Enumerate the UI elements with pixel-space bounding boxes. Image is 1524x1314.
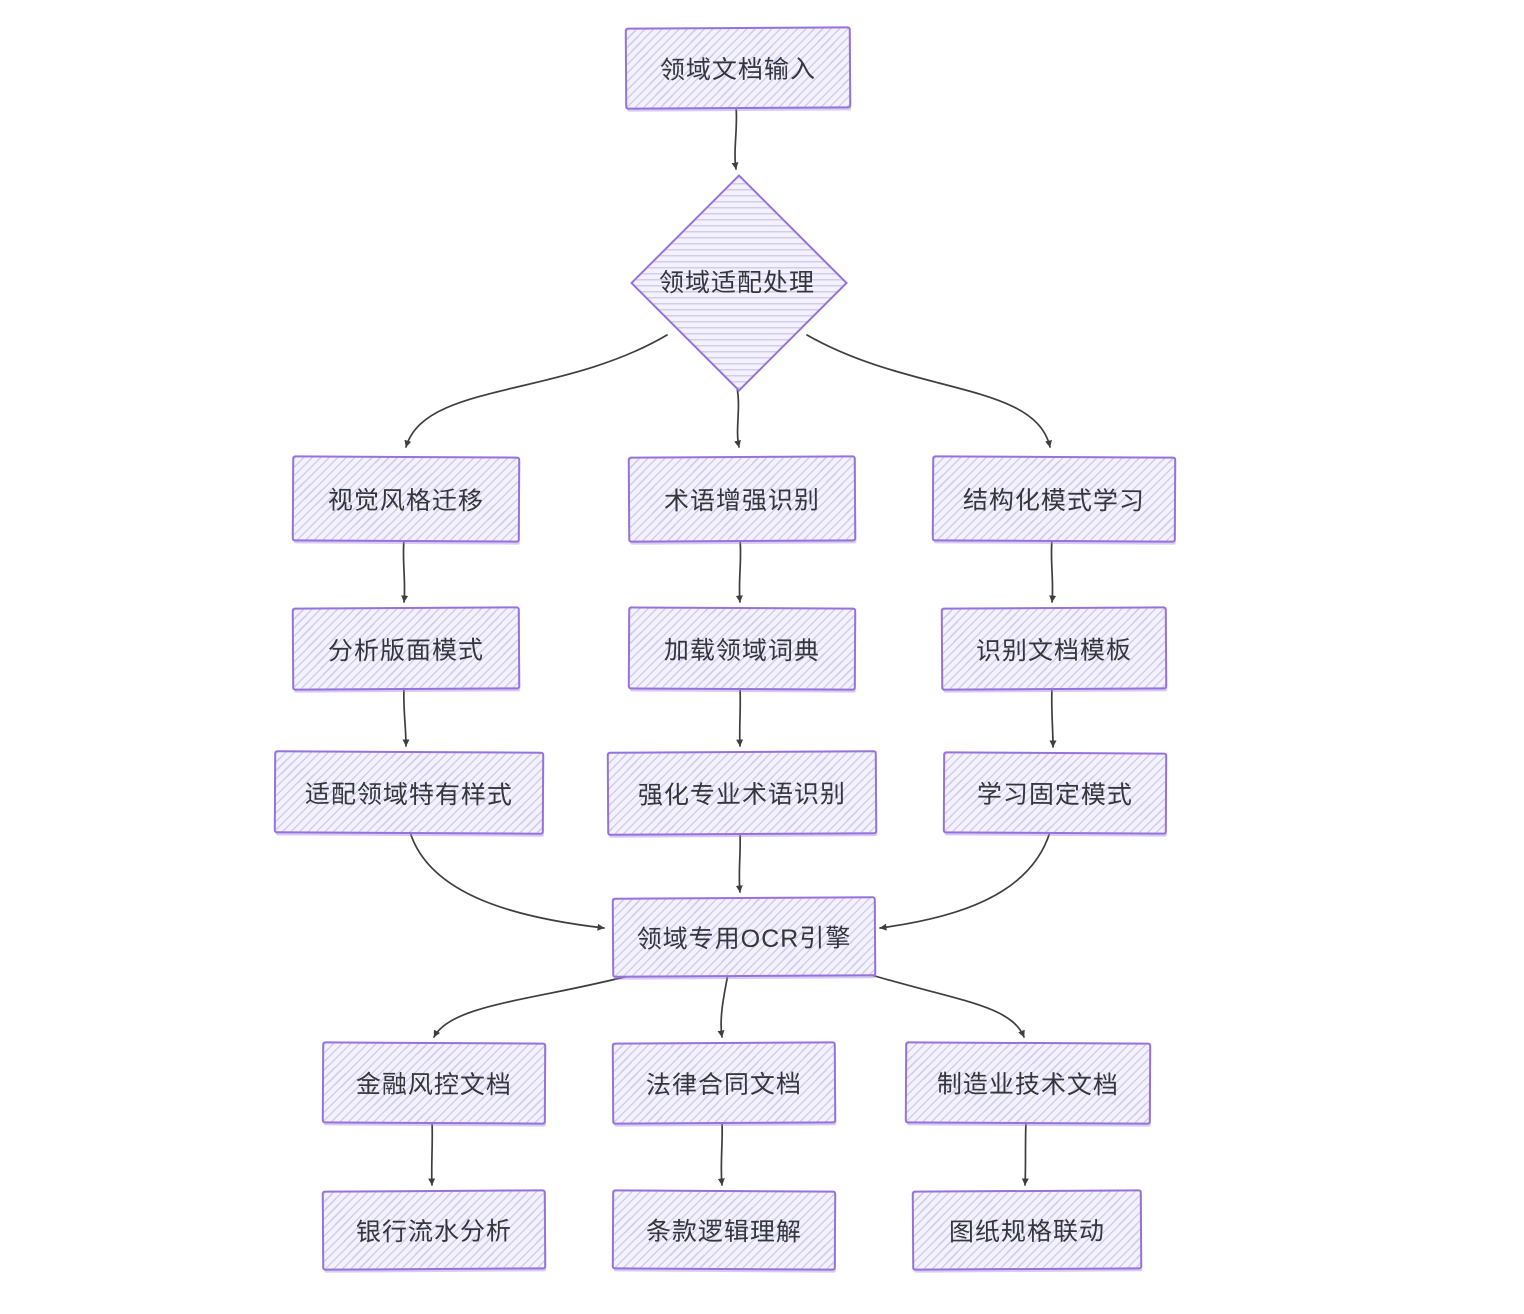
node-struct-learn-label: 结构化模式学习 [962,486,1146,516]
edge-load-dict-strengthen-term [736,687,744,747]
edge-layout-analyze-adapt-style [402,687,410,747]
node-ocr-engine-label: 领域专用OCR引擎 [636,924,852,954]
node-layout-analyze-label: 分析版面模式 [327,636,485,665]
edge-adapt-style-ocr-engine [409,831,605,931]
node-bank-flow: 银行流水分析 [321,1189,547,1271]
node-manufacturing-doc-label: 制造业技术文档 [936,1070,1120,1100]
edge-finance-doc-bank-flow [428,1121,436,1186]
node-doc-template: 识别文档模板 [940,606,1168,691]
node-load-dict: 加载领域词典 [627,606,857,691]
edge-domain-adapt-visual-style [404,334,668,448]
node-clause-logic: 条款逻辑理解 [611,1189,837,1271]
node-finance-doc: 金融风控文档 [321,1041,547,1125]
node-manufacturing-doc: 制造业技术文档 [904,1041,1152,1125]
node-fixed-pattern: 学习固定模式 [942,751,1168,835]
node-visual-style-label: 视觉风格迁移 [327,486,485,516]
node-legal-doc-label: 法律合同文档 [645,1070,803,1100]
node-bank-flow-label: 银行流水分析 [355,1217,513,1247]
node-term-enhance-label: 术语增强识别 [663,486,821,516]
edge-ocr-engine-legal-doc [717,973,729,1038]
edge-ocr-engine-manufacturing-doc [854,969,1025,1038]
edge-legal-doc-clause-logic [717,1121,725,1186]
node-fixed-pattern-label: 学习固定模式 [976,780,1134,810]
node-strengthen-term: 强化专业术语识别 [606,750,878,836]
node-domain-adapt-label: 领域适配处理 [658,269,815,297]
edge-manufacturing-doc-drawing-spec [1021,1121,1029,1186]
node-doc-input-label: 领域文档输入 [659,55,817,85]
edge-visual-style-layout-analyze [401,539,409,603]
node-legal-doc: 法律合同文档 [611,1041,837,1125]
edge-struct-learn-doc-template [1049,539,1057,603]
node-ocr-engine: 领域专用OCR引擎 [611,896,877,978]
node-struct-learn: 结构化模式学习 [931,455,1177,543]
node-visual-style: 视觉风格迁移 [291,455,521,543]
edge-domain-adapt-struct-learn [806,334,1052,448]
node-doc-template-label: 识别文档模板 [975,636,1133,665]
node-adapt-style: 适配领域特有样式 [273,750,545,835]
edge-ocr-engine-finance-doc [433,972,641,1038]
node-drawing-spec: 图纸规格联动 [911,1189,1143,1271]
edge-doc-input-domain-adapt [731,106,739,170]
node-clause-logic-label: 条款逻辑理解 [645,1217,803,1247]
node-finance-doc-label: 金融风控文档 [355,1070,513,1100]
node-domain-adapt: 领域适配处理 [617,260,857,302]
node-doc-input: 领域文档输入 [624,26,852,110]
edge-doc-template-fixed-pattern [1049,687,1057,748]
node-load-dict-label: 加载领域词典 [663,636,821,665]
node-adapt-style-label: 适配领域特有样式 [304,779,514,810]
node-drawing-spec-label: 图纸规格联动 [948,1217,1106,1247]
node-strengthen-term-label: 强化专业术语识别 [637,780,847,810]
edge-domain-adapt-term-enhance [734,387,741,448]
edge-strengthen-term-ocr-engine [735,832,743,893]
edge-term-enhance-load-dict [735,539,743,603]
edge-fixed-pattern-ocr-engine [879,831,1051,931]
node-term-enhance: 术语增强识别 [627,455,857,543]
node-layout-analyze: 分析版面模式 [291,606,521,691]
